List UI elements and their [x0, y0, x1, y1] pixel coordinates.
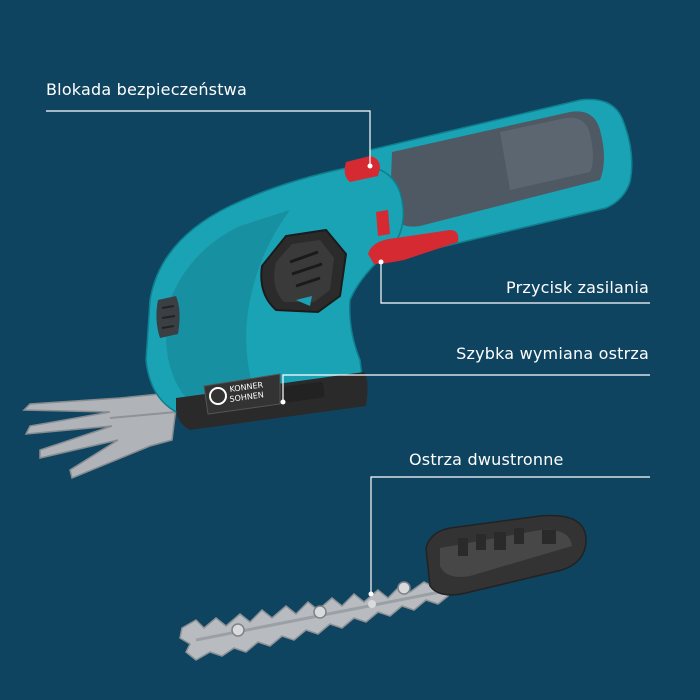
callout-quick-blade-change: Szybka wymiana ostrza	[456, 344, 649, 363]
hedge-blade	[179, 576, 449, 661]
shrub-shear-blade	[22, 391, 181, 480]
callout-double-sided-blades: Ostrza dwustronne	[409, 450, 564, 469]
blade-rivet	[397, 581, 411, 595]
callout-power-button: Przycisk zasilania	[506, 278, 649, 297]
blade-change-latch	[283, 381, 325, 403]
power-button-indicator	[376, 210, 390, 236]
brand-plate: KONNER SOHNEN	[203, 373, 281, 415]
blade-change-leader	[282, 374, 650, 402]
blade-rivet	[231, 623, 245, 637]
hedge-blade-attachment	[179, 514, 587, 661]
double-blade-leader	[370, 476, 650, 594]
safety-lock-leader	[46, 110, 371, 166]
power-button-leader	[380, 262, 650, 304]
cordless-shear-tool: KONNER SOHNEN	[22, 98, 633, 480]
brand-logo-icon	[209, 387, 227, 405]
leader-lines	[46, 110, 650, 597]
power-button	[368, 230, 459, 264]
callout-safety-lock: Blokada bezpieczeństwa	[46, 80, 247, 99]
blade-rivet	[313, 605, 327, 619]
safety-lock-button	[344, 156, 380, 182]
